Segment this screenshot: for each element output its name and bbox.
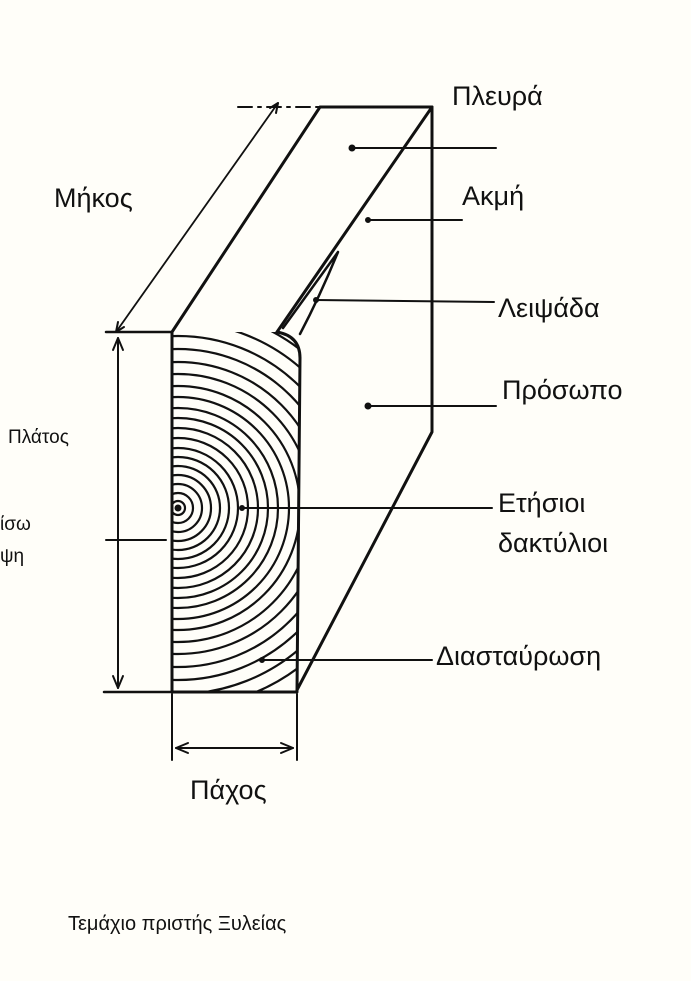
label-length: Μήκος bbox=[54, 183, 133, 213]
width-arrow-bottom bbox=[112, 675, 124, 689]
length-arrow-top bbox=[269, 102, 279, 114]
label-rings-line1: Ετήσιοι bbox=[498, 488, 586, 518]
length-dim-line bbox=[115, 102, 279, 333]
thickness-arrow-left bbox=[175, 742, 189, 754]
label-end-line1: ίσω bbox=[0, 514, 31, 535]
right-face-outline bbox=[295, 105, 434, 692]
label-end-line2: ψη bbox=[0, 546, 25, 567]
label-thickness: Πάχος bbox=[190, 775, 267, 805]
leader-wane bbox=[315, 299, 495, 303]
wane-edge-line bbox=[281, 250, 340, 336]
figure-caption: Τεμάχιο πριστής Ξυλείας bbox=[68, 913, 287, 935]
thickness-arrow-right bbox=[280, 742, 294, 754]
pith-dot bbox=[174, 504, 182, 512]
wane-corner bbox=[275, 330, 302, 360]
label-face: Πρόσωπο bbox=[502, 375, 623, 405]
label-width: Πλάτος bbox=[8, 427, 69, 448]
label-edge: Ακμή bbox=[462, 181, 525, 211]
label-rings-line2: δακτύλιοι bbox=[498, 528, 609, 558]
label-wane: Λειψάδα bbox=[498, 293, 600, 323]
label-side: Πλευρά bbox=[452, 81, 543, 111]
label-cross: Διασταύρωση bbox=[436, 641, 602, 671]
width-arrow-top bbox=[112, 337, 124, 351]
